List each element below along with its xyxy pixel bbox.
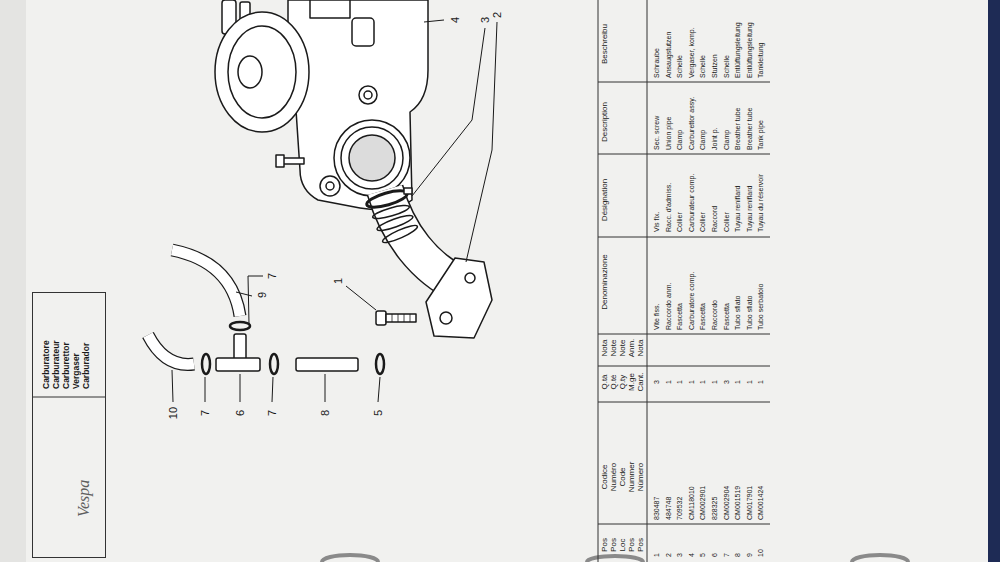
table-cell: 1	[687, 380, 696, 384]
table-cell: 6	[710, 553, 719, 557]
callout-number: 6	[234, 410, 246, 416]
table-cell: Vis fix.	[652, 212, 661, 233]
table-cell: Carburatore comp.	[687, 272, 696, 330]
table-cell: 1	[652, 553, 661, 557]
table-cell: Fascetta	[675, 303, 684, 330]
callout-number: 4	[449, 17, 461, 23]
table-cell: CM002904	[722, 486, 731, 520]
table-cell: Entlüftungsleitung	[733, 22, 742, 78]
table-cell: Joint p.	[710, 127, 719, 150]
callout-number: 5	[372, 410, 384, 416]
table-cell: Fascetta	[722, 303, 731, 330]
table-cell: Raccordo	[710, 300, 719, 330]
table-header: Codice Numéro Code Nummer Número	[600, 462, 645, 493]
table-cell: 3	[652, 380, 661, 384]
table-cell: Schelle	[722, 55, 731, 78]
table-cell: 8	[733, 553, 742, 557]
table-cell: Collier	[675, 212, 684, 232]
callout-number: 8	[319, 410, 331, 416]
table-cell: 5	[698, 553, 707, 557]
table-cell: 709532	[675, 497, 684, 520]
table-cell: Tankleitung	[756, 43, 765, 78]
table-cell: Collier	[722, 212, 731, 232]
table-cell: 828325	[710, 497, 719, 520]
table-cell: 3	[675, 553, 684, 557]
table-cell: Raccordo anm.	[664, 283, 673, 330]
table-cell: Tubo sfiato	[745, 296, 754, 330]
table-cell: 4	[687, 553, 696, 557]
table-cell: 484748	[664, 497, 673, 520]
table-cell: Sec. screw	[652, 116, 661, 150]
table-cell: 3	[722, 380, 731, 384]
table-cell: 830487	[652, 497, 661, 520]
table-header: Désignation	[600, 179, 609, 221]
table-cell: Tubo serbatoio	[756, 284, 765, 330]
table-cell: Collier	[698, 212, 707, 232]
table-cell: CM002901	[698, 486, 707, 520]
table-cell: Tuyau reniflard	[733, 186, 742, 232]
table-cell: CM001519	[733, 486, 742, 520]
callout-number: 1	[332, 278, 344, 284]
table-cell: 9	[745, 553, 754, 557]
table-cell: 1	[756, 380, 765, 384]
table-cell: Breather tube	[733, 108, 742, 150]
table-cell: Clamp	[675, 130, 684, 150]
table-cell: Racc. d'admiss.	[664, 183, 673, 232]
table-cell: Ansaugstutzen	[664, 32, 673, 78]
header-box: Vespa Carburatore Carburateur Carburettor…	[32, 292, 106, 558]
table-cell: 1	[675, 380, 684, 384]
callout-number: 7	[199, 410, 211, 416]
callout-number: 7	[266, 410, 278, 416]
table-cell: Clamp	[698, 130, 707, 150]
table-header: Beschreibu	[600, 24, 609, 64]
table-cell: Vergaser, komp.	[687, 27, 696, 78]
table-cell: Carburettor assy.	[687, 97, 696, 150]
table-cell: CM118010	[687, 486, 696, 520]
table-cell: CM017901	[745, 486, 754, 520]
table-cell: Clamp	[722, 130, 731, 150]
callout-number: 3	[479, 17, 491, 23]
table-header: Nota Note Note Anm. Nota	[600, 339, 645, 358]
table-cell: Stutzen	[710, 54, 719, 78]
table-cell: Raccord	[710, 206, 719, 232]
table-cell: Schelle	[698, 55, 707, 78]
callout-number: 7	[266, 273, 278, 279]
table-cell: 7	[722, 553, 731, 557]
table-cell: Entlüftungsleitung	[745, 22, 754, 78]
table-cell: 2	[664, 553, 673, 557]
table-cell: Vite fiss.	[652, 304, 661, 330]
table-cell: 1	[710, 380, 719, 384]
table-header: Denominazione	[600, 254, 609, 310]
table-cell: Schelle	[675, 55, 684, 78]
table-cell: Tubo sfiato	[733, 296, 742, 330]
table-cell: Tuyau du réservoir	[756, 174, 765, 232]
table-cell: 10	[756, 549, 765, 557]
section-title: Carburatore Carburateur Carburettor Verg…	[41, 340, 91, 389]
box-divider	[32, 397, 106, 398]
table-cell: Fascetta	[698, 303, 707, 330]
table-cell: Schraube	[652, 48, 661, 78]
table-cell: Tank pipe	[756, 120, 765, 150]
callout-number: 10	[167, 407, 179, 419]
table-cell: Tuyau reniflard	[745, 186, 754, 232]
table-cell: CM001424	[756, 486, 765, 520]
table-cell: Carburateur comp.	[687, 174, 696, 232]
callout-number: 9	[256, 292, 268, 298]
leader-lines	[172, 20, 497, 402]
table-cell: Breather tube	[745, 108, 754, 150]
table-header: Q.tà Q.té Q.ty M.ge Cant.	[600, 372, 645, 391]
table-header: Description	[600, 102, 609, 142]
table-cell: 1	[745, 380, 754, 384]
table-cell: Union pipe	[664, 117, 673, 150]
callout-number: 2	[491, 12, 503, 18]
table-cell: 1	[664, 380, 673, 384]
brand-logo: Vespa	[75, 480, 93, 517]
table-cell: 1	[733, 380, 742, 384]
table-header: Pos Pos Loc Pos Pos	[600, 538, 645, 552]
table-cell: 1	[698, 380, 707, 384]
